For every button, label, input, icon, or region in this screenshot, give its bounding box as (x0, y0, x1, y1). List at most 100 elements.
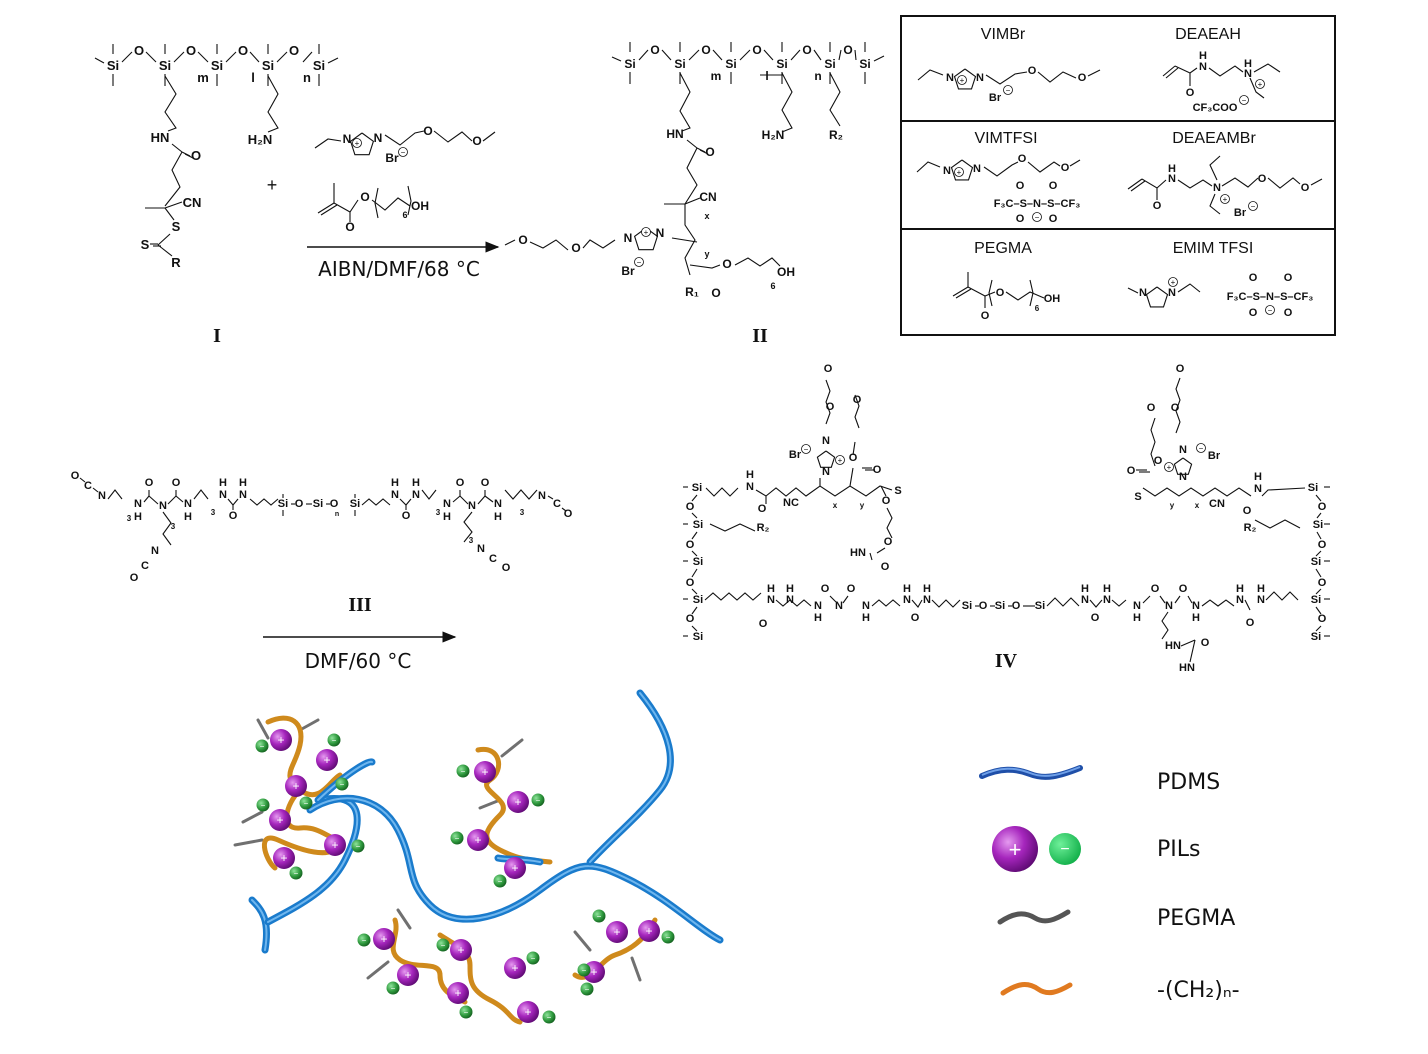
bond (1208, 65, 1244, 77)
anion-sphere (436, 938, 450, 952)
cation-sphere (270, 729, 292, 751)
atom-label: Br (1208, 450, 1221, 462)
atom-label: 3 (469, 536, 474, 545)
atom-label: O (1127, 465, 1136, 477)
bond (157, 233, 171, 246)
atom-label: N (412, 489, 420, 501)
cation-sphere (447, 982, 469, 1004)
bond (327, 57, 339, 64)
atom-label: Si (350, 498, 360, 510)
anion-sphere (386, 981, 400, 995)
atom-label: N (538, 490, 546, 502)
cation-plus-sign: + (454, 986, 461, 1000)
atom-label: O (1151, 583, 1160, 595)
atom-label: Si (159, 58, 171, 73)
bond (829, 595, 837, 603)
alkyl-chain (775, 599, 812, 607)
bond (1254, 519, 1301, 529)
anion-minus-sign: − (585, 985, 590, 994)
atom-label: O (134, 43, 144, 58)
anion-minus-sign: − (666, 933, 671, 942)
atom-label: 3 (211, 508, 216, 517)
charge-circle (1032, 212, 1042, 222)
anion-sphere (351, 839, 365, 853)
anion-sphere (661, 930, 675, 944)
bond (983, 161, 1019, 177)
bond (691, 588, 698, 595)
atom-label: H₂N (762, 128, 785, 142)
atom-label: O (238, 43, 248, 58)
bond (547, 495, 554, 500)
pegma-chain (630, 956, 642, 982)
network-illustration: +++++++++++++++++++−−−−−−−−−−−−−−−−−−−−− (233, 689, 724, 1025)
anion-minus-sign: − (362, 936, 367, 945)
atom-label: N (1133, 600, 1141, 612)
bond (842, 595, 849, 604)
charge-circle (352, 138, 362, 148)
alkyl-chain (107, 489, 123, 500)
cation-sphere (517, 1001, 539, 1023)
alkyl-chain (886, 507, 893, 539)
anion-minus-sign: − (332, 736, 337, 745)
bond (173, 51, 185, 63)
negative-charge-icon: − (1196, 443, 1206, 453)
alkyl-chain (705, 487, 739, 497)
pegma-chain-icon (997, 909, 1071, 925)
cation-plus-sign: + (524, 1005, 531, 1019)
plus-sign: + (267, 175, 278, 195)
anion-sphere (577, 963, 591, 977)
atom-label: O (686, 501, 695, 513)
bond (267, 75, 279, 133)
legend: PDMS + − PILs PEGMA -(CH₂)ₙ- (979, 765, 1240, 1003)
alkyl-chain (825, 379, 831, 425)
atom-label: O (1028, 65, 1037, 77)
atom-label: Si (693, 556, 703, 568)
atom-label: O (1318, 613, 1327, 625)
atom-label: O (979, 600, 988, 612)
atom-label: N (239, 489, 247, 501)
negative-charge-icon: − (801, 444, 811, 454)
atom-label: O (502, 562, 511, 574)
atom-label: O (1147, 402, 1156, 414)
imidazolium-ring (349, 132, 375, 156)
bond (371, 197, 411, 211)
atom-label: H (786, 583, 794, 595)
compound-label-II: II (752, 325, 768, 347)
double-bond (955, 288, 972, 299)
positive-charge-icon: + (641, 227, 651, 237)
atom-label: HN (666, 127, 683, 141)
atom-label: n (814, 69, 821, 83)
atom-label: CN (1209, 498, 1225, 510)
alkyl-chain (931, 599, 961, 608)
cation-sphere-icon (992, 826, 1038, 872)
alkyl-chain (361, 498, 391, 506)
anion-minus-sign: − (455, 834, 460, 843)
atom-label: N (468, 500, 476, 512)
bond (1159, 595, 1166, 604)
cation-sphere (638, 920, 660, 942)
atom-label: N (443, 498, 451, 510)
atom-label: Si (693, 631, 703, 643)
atom-label: O (849, 452, 858, 464)
atom-label: R₂ (757, 522, 770, 534)
bond (691, 550, 698, 557)
atom-label: O (911, 612, 920, 624)
anion-minus-sign: − (498, 877, 503, 886)
atom-label: O (1078, 72, 1087, 84)
bond (1187, 595, 1193, 604)
atom-label: N (151, 545, 159, 557)
atom-label: H (391, 477, 399, 489)
atom-label: O (1016, 180, 1025, 192)
charge-sign: − (1035, 213, 1040, 222)
bond (813, 49, 822, 61)
atom-label: O (71, 470, 80, 482)
atom-label: O (472, 134, 481, 148)
bond (916, 161, 941, 173)
atom-label: O (1049, 213, 1058, 225)
atom-label: R₁ (685, 285, 699, 299)
charge-sign: − (1268, 306, 1273, 315)
charge-circle (801, 444, 811, 454)
bond (691, 531, 698, 540)
anion-sphere (256, 798, 270, 812)
pegma-chain (366, 960, 390, 980)
